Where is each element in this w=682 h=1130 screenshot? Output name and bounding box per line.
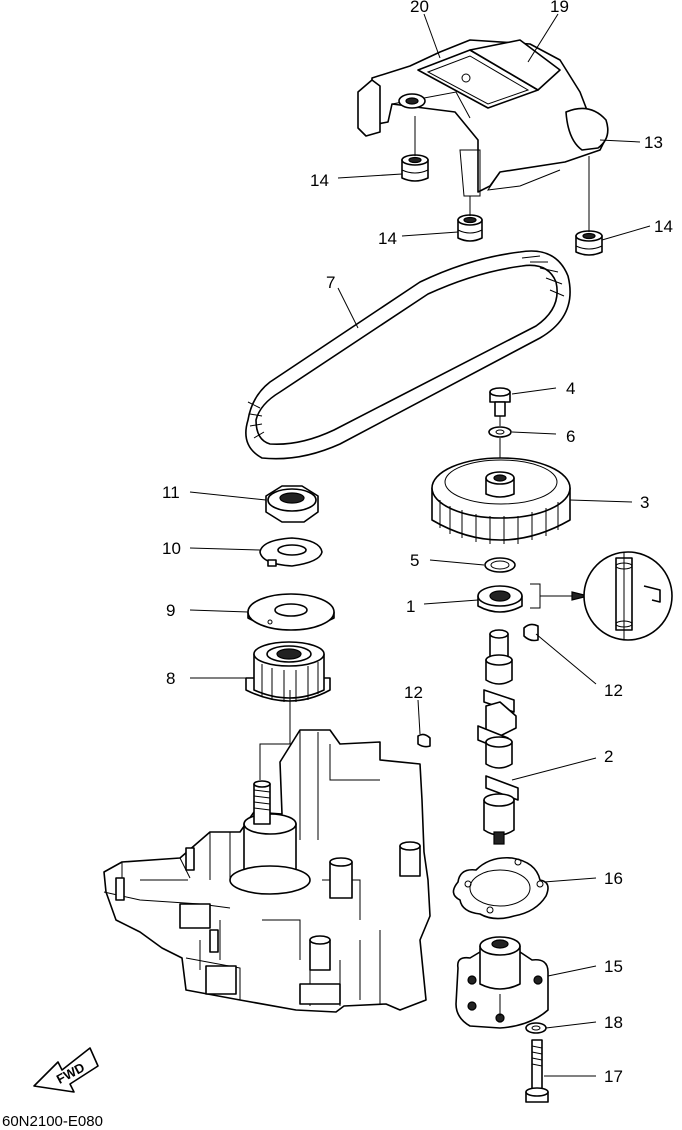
gasket-16: [452, 856, 549, 920]
label-19: 19: [550, 0, 569, 16]
timing-belt: [245, 250, 571, 460]
label-7: 7: [326, 273, 335, 292]
key-12-left: [417, 733, 431, 748]
grommet-1: [401, 154, 429, 182]
label-14-c: 14: [654, 217, 673, 236]
drive-pulley-8: [245, 641, 331, 702]
oil-seal-1: [477, 585, 523, 613]
plate-9: [247, 593, 335, 631]
washer-18: [525, 1022, 547, 1034]
label-12-right: 12: [604, 681, 623, 700]
label-14-b: 14: [378, 229, 397, 248]
label-18: 18: [604, 1013, 623, 1032]
label-2: 2: [604, 747, 613, 766]
label-6: 6: [566, 427, 575, 446]
nut-11: [265, 485, 319, 523]
label-9: 9: [166, 601, 175, 620]
bolt-17: [525, 1039, 549, 1103]
camshaft: [477, 623, 539, 845]
label-14-a: 14: [310, 171, 329, 190]
label-15: 15: [604, 957, 623, 976]
crankcase: [103, 729, 431, 1013]
fwd-arrow: FWD: [33, 1047, 99, 1093]
label-13: 13: [644, 133, 663, 152]
grommet-2: [457, 214, 483, 242]
oil-pump-15: [455, 936, 549, 1029]
label-5: 5: [410, 551, 419, 570]
label-16: 16: [604, 869, 623, 888]
grommet-3: [575, 230, 603, 256]
lock-washer-10: [259, 537, 323, 567]
label-8: 8: [166, 669, 175, 688]
bolt-4: [489, 387, 511, 417]
oil-seal-detail: [583, 551, 673, 641]
label-17: 17: [604, 1067, 623, 1086]
label-1: 1: [406, 597, 415, 616]
timing-belt-cover: [357, 39, 609, 197]
camshaft-pulley: [431, 457, 571, 544]
label-3: 3: [640, 493, 649, 512]
washer-6: [488, 426, 512, 438]
label-4: 4: [566, 379, 575, 398]
drawing-code: 60N2100-E080: [2, 1113, 103, 1130]
leader-lines: [189, 13, 651, 1077]
label-20: 20: [410, 0, 429, 16]
label-10: 10: [162, 539, 181, 558]
label-11: 11: [162, 483, 180, 502]
o-ring-5: [484, 557, 516, 573]
cover-window-19: [469, 39, 561, 91]
label-12-left: 12: [404, 683, 423, 702]
